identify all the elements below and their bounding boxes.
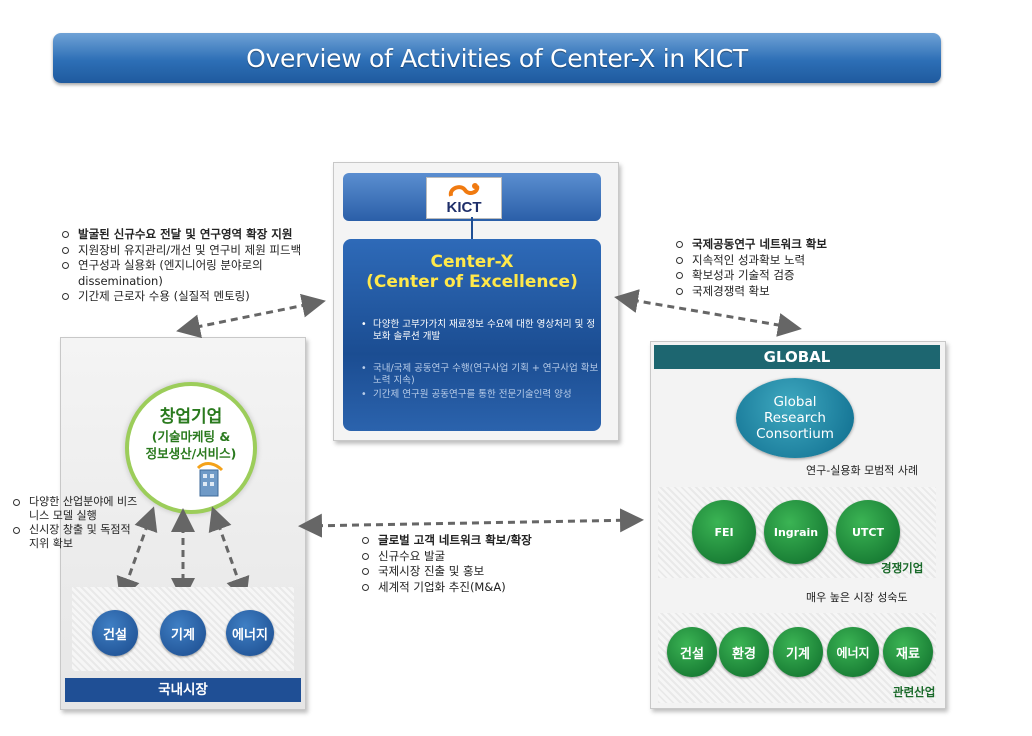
consortium-line: Research bbox=[764, 410, 826, 426]
arrow-center-right bbox=[614, 289, 802, 337]
center-x-bullet: 기간제 연구원 공동연구를 통한 전문기술인력 양성 bbox=[361, 389, 603, 401]
left-side-notes: 다양한 산업분야에 비즈니스 모델 실행 신시장 창출 및 독점적 지위 확보 bbox=[13, 495, 147, 551]
startup-subtitle: (기술마케팅 & 정보생산/서비스) bbox=[125, 428, 257, 462]
consortium-line: Global bbox=[773, 394, 817, 410]
arrow-startup-left bbox=[116, 506, 158, 602]
kict-logo: KICT bbox=[426, 177, 502, 219]
global-header: GLOBAL bbox=[654, 345, 940, 369]
note-item: 글로벌 고객 네트워크 확보/확장 bbox=[362, 533, 532, 549]
center-x-title-line1: Center-X bbox=[430, 252, 514, 272]
competitor-utct: UTCT bbox=[836, 500, 900, 564]
note-item: 확보성과 기술적 검증 bbox=[676, 268, 827, 284]
industry-machinery: 기계 bbox=[160, 610, 206, 656]
note-text: 신시장 창출 및 독점적 지위 확보 bbox=[29, 523, 131, 550]
arrow-label-market: 매우 높은 시장 성숙도 bbox=[806, 591, 908, 604]
connector-line bbox=[471, 217, 473, 243]
title-banner: Overview of Activities of Center-X in KI… bbox=[53, 33, 941, 83]
related-materials: 재료 bbox=[883, 627, 933, 677]
note-item: 국제공동연구 네트워크 확보 bbox=[676, 237, 827, 253]
startup-title: 창업기업 bbox=[159, 407, 223, 427]
note-item: 연구성과 실용화 (엔지니어링 분야로의 dissemination) bbox=[62, 258, 328, 289]
consortium-line: Consortium bbox=[756, 426, 834, 442]
left-top-notes: 발굴된 신규수요 전달 및 연구영역 확장 지원 지원장비 유지관리/개선 및 … bbox=[62, 227, 328, 305]
note-item: 신시장 창출 및 독점적 지위 확보 bbox=[13, 523, 137, 551]
competitor-fei: FEI bbox=[692, 500, 756, 564]
startup-subtitle-line1: (기술마케팅 & bbox=[151, 429, 231, 444]
related-construction: 건설 bbox=[667, 627, 717, 677]
related-machinery: 기계 bbox=[773, 627, 823, 677]
related-environment: 환경 bbox=[719, 627, 769, 677]
middle-notes: 글로벌 고객 네트워크 확보/확장 신규수요 발굴 국제시장 진출 및 홍보 세… bbox=[362, 533, 532, 595]
center-x-title: Center-X (Center of Excellence) bbox=[343, 252, 601, 292]
related-industries-label: 관련산업 bbox=[893, 685, 936, 699]
note-text: 다양한 산업분야에 비즈니스 모델 실행 bbox=[29, 495, 138, 522]
note-item: 지속적인 성과확보 노력 bbox=[676, 253, 827, 269]
related-energy: 에너지 bbox=[827, 627, 879, 677]
global-research-consortium: Global Research Consortium bbox=[736, 378, 854, 458]
note-item: 지원장비 유지관리/개선 및 연구비 제원 피드백 bbox=[62, 243, 328, 259]
industry-construction: 건설 bbox=[92, 610, 138, 656]
page-title: Overview of Activities of Center-X in KI… bbox=[246, 43, 748, 73]
competitor-ingrain: Ingrain bbox=[764, 500, 828, 564]
note-text: 연구성과 실용화 (엔지니어링 분야로의 dissemination) bbox=[78, 258, 263, 288]
domestic-market-label: 국내시장 bbox=[65, 678, 301, 702]
note-item: 다양한 산업분야에 비즈니스 모델 실행 bbox=[13, 495, 147, 523]
center-x-title-line2: (Center of Excellence) bbox=[366, 272, 578, 292]
arrow-label-research: 연구-실용화 모범적 사례 bbox=[806, 464, 919, 477]
startup-circle bbox=[125, 382, 257, 514]
note-item: 발굴된 신규수요 전달 및 연구영역 확장 지원 bbox=[62, 227, 328, 243]
arrow-startup-right bbox=[208, 506, 250, 602]
arrow-center-left bbox=[176, 293, 326, 339]
competitors-label: 경쟁기업 bbox=[881, 561, 924, 575]
center-x-bullet: 국내/국제 공동연구 수행(연구사업 기획 + 연구사업 확보 노력 지속) bbox=[361, 363, 603, 387]
center-x-bullet: 다양한 고부가가치 재료정보 수요에 대한 영상처리 및 정보화 솔루션 개발 bbox=[361, 319, 603, 343]
note-item: 세계적 기업화 추진(M&A) bbox=[362, 580, 532, 596]
note-item: 신규수요 발굴 bbox=[362, 549, 532, 565]
note-item: 국제시장 진출 및 홍보 bbox=[362, 564, 532, 580]
building-icon bbox=[196, 462, 224, 497]
kict-swirl-icon bbox=[448, 182, 480, 196]
arrow-left-right bbox=[298, 508, 644, 538]
kict-logo-text: KICT bbox=[446, 198, 482, 216]
startup-subtitle-line2: 정보생산/서비스) bbox=[145, 446, 237, 461]
industry-energy: 에너지 bbox=[226, 610, 274, 656]
